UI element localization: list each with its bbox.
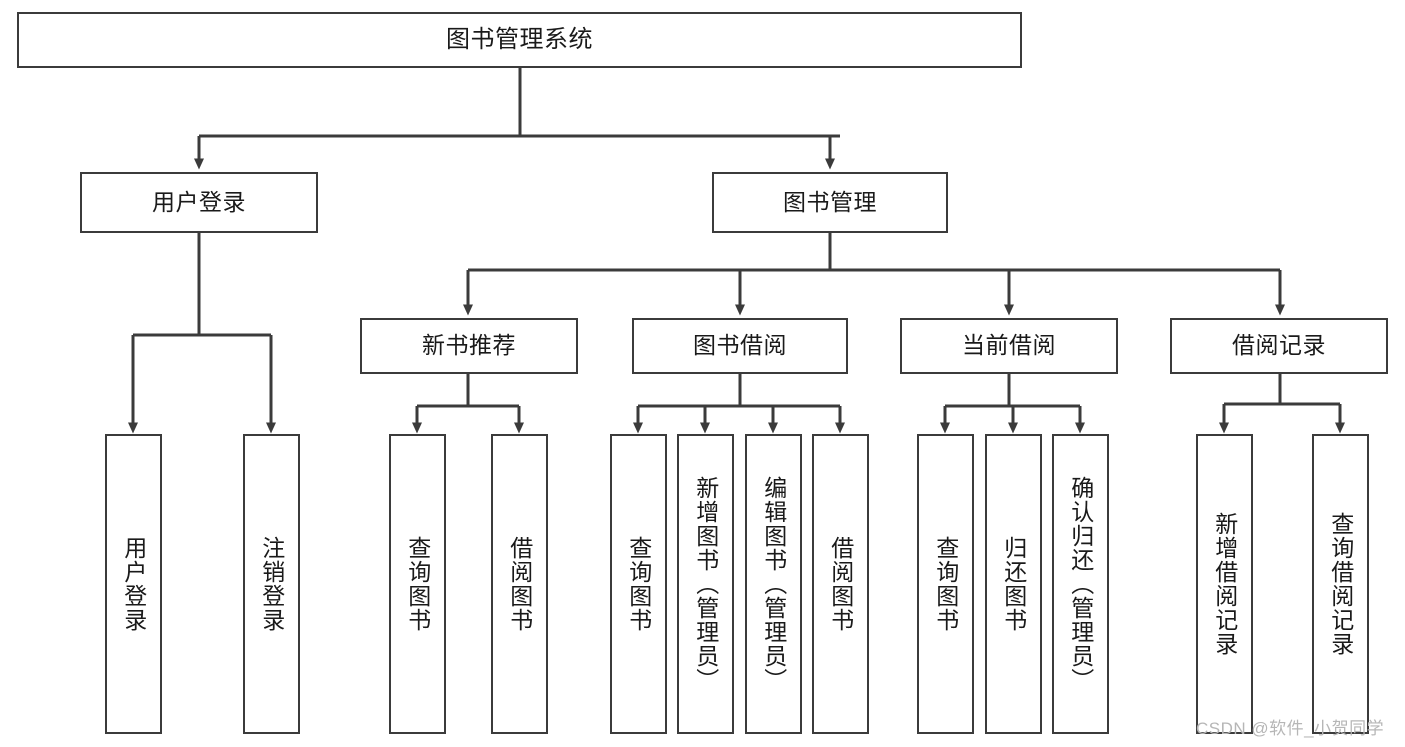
node-label: 注销登录 — [258, 536, 285, 632]
node-label: 用户登录 — [152, 188, 246, 215]
node-label: 确认归还（管理员） — [1067, 476, 1094, 692]
node-leaf-edit-book[interactable]: 编辑图书（管理员） — [745, 434, 802, 734]
node-label: 查询图书 — [625, 536, 652, 632]
node-label: 查询图书 — [932, 536, 959, 632]
node-leaf-query-book-3[interactable]: 查询图书 — [917, 434, 974, 734]
node-book-manage[interactable]: 图书管理 — [712, 172, 948, 233]
node-leaf-query-book-1[interactable]: 查询图书 — [389, 434, 446, 734]
node-label: 新增图书（管理员） — [692, 476, 719, 692]
node-label: 图书管理系统 — [446, 25, 593, 53]
node-user-login[interactable]: 用户登录 — [80, 172, 318, 233]
node-leaf-user-login[interactable]: 用户登录 — [105, 434, 162, 734]
node-label: 归还图书 — [1000, 536, 1027, 632]
node-leaf-query-record[interactable]: 查询借阅记录 — [1312, 434, 1369, 734]
node-label: 查询借阅记录 — [1327, 512, 1354, 656]
node-borrow-record[interactable]: 借阅记录 — [1170, 318, 1388, 374]
watermark-csdn: CSDN @软件_小贺同学 — [1196, 719, 1385, 738]
node-label: 查询图书 — [404, 536, 431, 632]
node-leaf-add-record[interactable]: 新增借阅记录 — [1196, 434, 1253, 734]
node-label: 新增借阅记录 — [1211, 512, 1238, 656]
node-label: 图书借阅 — [693, 332, 787, 359]
node-label: 新书推荐 — [422, 332, 516, 359]
node-label: 借阅图书 — [506, 536, 533, 632]
node-root-book-management-system[interactable]: 图书管理系统 — [17, 12, 1022, 68]
node-leaf-user-logout[interactable]: 注销登录 — [243, 434, 300, 734]
node-leaf-borrow-book-1[interactable]: 借阅图书 — [491, 434, 548, 734]
node-label: 借阅图书 — [827, 536, 854, 632]
node-leaf-return-book[interactable]: 归还图书 — [985, 434, 1042, 734]
node-label: 编辑图书（管理员） — [760, 476, 787, 692]
node-leaf-borrow-book-2[interactable]: 借阅图书 — [812, 434, 869, 734]
node-new-book-recommend[interactable]: 新书推荐 — [360, 318, 578, 374]
node-label: 借阅记录 — [1232, 332, 1326, 359]
node-book-borrow[interactable]: 图书借阅 — [632, 318, 848, 374]
node-current-borrow[interactable]: 当前借阅 — [900, 318, 1118, 374]
node-leaf-query-book-2[interactable]: 查询图书 — [610, 434, 667, 734]
node-label: 用户登录 — [120, 536, 147, 632]
node-leaf-add-book[interactable]: 新增图书（管理员） — [677, 434, 734, 734]
node-leaf-confirm-return[interactable]: 确认归还（管理员） — [1052, 434, 1109, 734]
node-label: 当前借阅 — [962, 332, 1056, 359]
node-label: 图书管理 — [783, 188, 877, 215]
